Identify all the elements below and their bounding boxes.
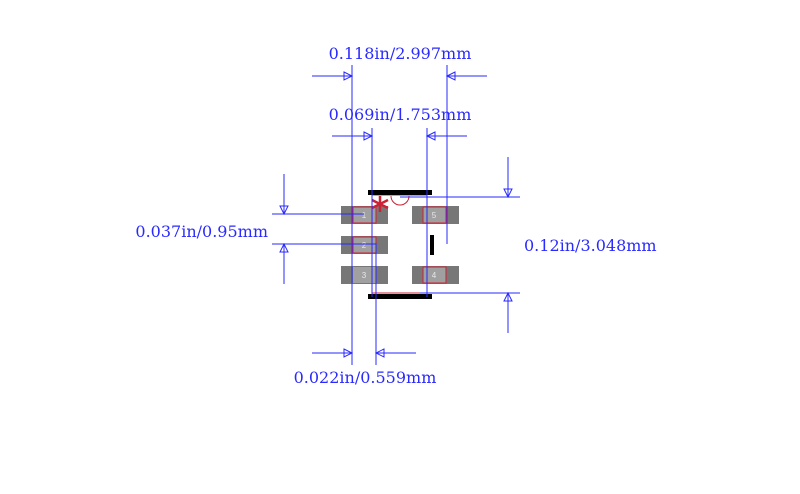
silkscreen-side [430, 235, 434, 255]
pad-2: 2 [341, 236, 388, 254]
body-width-label: 0.069in/1.753mm [329, 105, 472, 124]
pin-label: 4 [432, 271, 437, 280]
pad-width-label: 0.022in/0.559mm [294, 368, 437, 387]
pitch-label: 0.037in/0.95mm [135, 222, 268, 241]
pin-label: 1 [362, 211, 367, 220]
overall-length-label: 0.12in/3.048mm [524, 236, 657, 255]
pin-label: 3 [362, 271, 367, 280]
pin1-marker-icon [371, 196, 389, 212]
pad-5: 5 [412, 206, 459, 224]
pad-4: 4 [412, 266, 459, 284]
dimension-lines [272, 65, 520, 365]
pad-3: 3 [341, 266, 388, 284]
pin-label: 5 [432, 211, 437, 220]
silkscreen-top [368, 190, 432, 195]
overall-width-label: 0.118in/2.997mm [329, 44, 472, 63]
pin-label: 2 [362, 241, 367, 250]
silkscreen-bottom [368, 294, 432, 299]
